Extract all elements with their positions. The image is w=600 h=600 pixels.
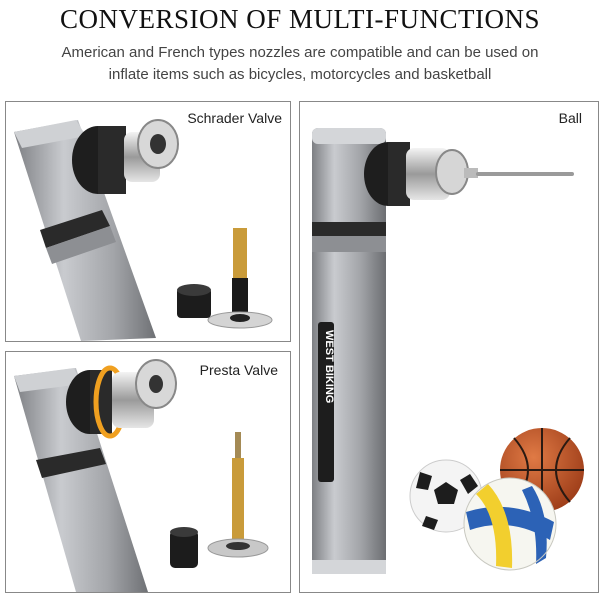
ball-pump-illustration: WEST BIKING [312,128,584,574]
schrader-valve-stem [207,228,273,329]
pump-head-knurl [364,142,412,206]
brand-text: WEST BIKING [323,330,335,403]
presta-valve-stem [207,432,269,558]
soccer-ball [409,459,483,533]
page-title: CONVERSION OF MULTI-FUNCTIONS [59,4,541,34]
volleyball [463,477,557,571]
pump-head-knurl [66,370,114,434]
presta-valve-cap [170,527,198,568]
schrader-chrome-nozzle [124,119,179,182]
schrader-valve-panel: Schrader Valve [5,101,291,342]
ball-needle-panel: WEST BIKING [299,101,599,593]
brand-label: WEST BIKING [318,322,335,482]
presta-pump-illustration [14,359,269,592]
pump-head-knurl [72,126,126,194]
presta-valve-panel: Presta Valve [5,351,291,593]
ball-label: Ball [558,110,582,126]
pump-body [14,120,156,341]
page-subtitle: American and French types nozzles are co… [61,44,539,83]
schrader-pump-illustration [14,119,273,341]
presta-chrome-nozzle [112,359,177,428]
pump-body [14,368,148,592]
ball-needle-nozzle [406,148,574,200]
schrader-valve-cap [177,284,211,318]
presta-valve-label: Presta Valve [199,362,278,378]
schrader-valve-label: Schrader Valve [187,110,282,126]
